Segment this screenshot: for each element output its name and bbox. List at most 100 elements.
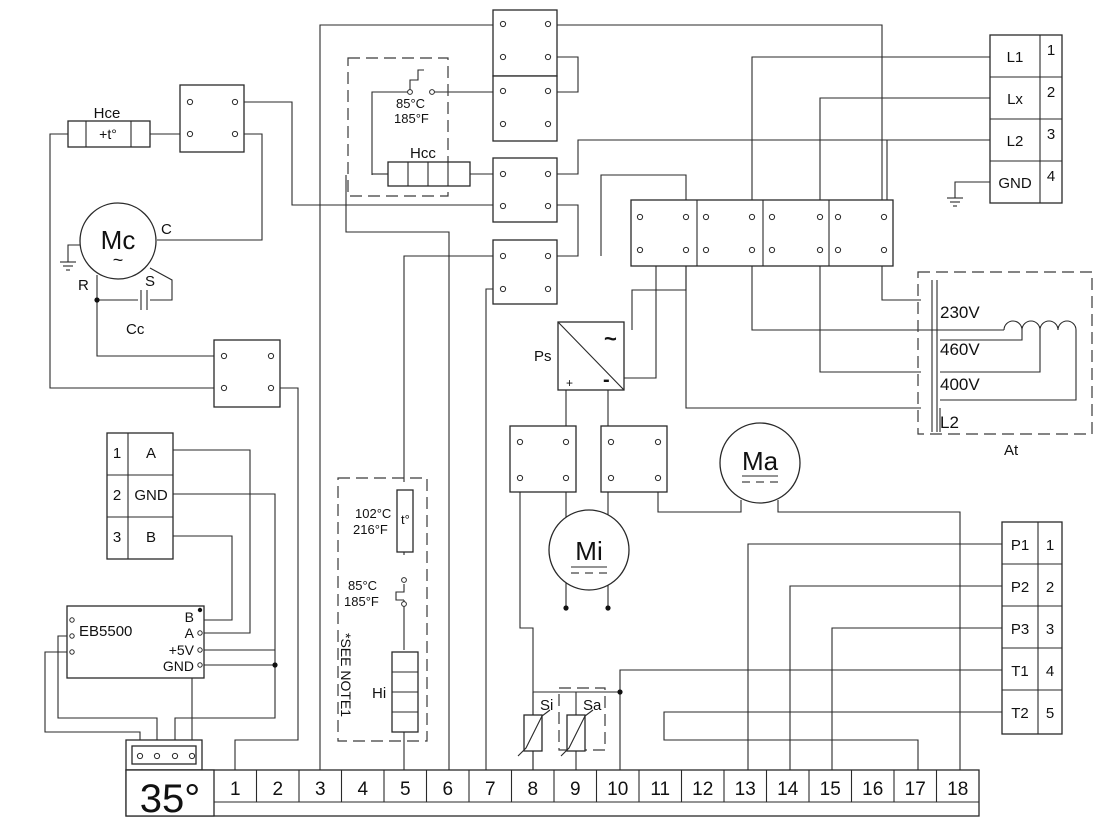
hi-thermistor-label: t° [401,512,410,527]
transformer-tap-230v: 230V [940,303,980,322]
mc-terminal-r: R [78,277,89,294]
ps-ac-label: ~ [604,326,617,351]
power-supply [557,321,625,391]
eb5500-pin-gnd: GND [163,658,194,674]
relay-hi [492,239,558,305]
mi-label: Mi [575,536,602,566]
eb5500-module [66,605,205,679]
hce-heater [67,120,151,148]
terminal-number-9: 9 [570,779,581,800]
serial-label-a: A [146,445,156,462]
terminal-number-18: 18 [947,779,968,800]
ps-label: Ps [534,348,552,365]
probe-terminal-num-5: 5 [1046,705,1054,722]
dc-symbol-icon [571,566,607,574]
hi-temp2-f: 185°F [344,594,379,609]
ma-label: Ma [742,446,779,476]
power-terminal-num-4: 4 [1047,168,1055,185]
transformer-core [931,280,1077,432]
mc-terminal-s: S [145,273,155,290]
si-label: Si [540,697,553,714]
relay-hcc [492,157,558,223]
terminal-number-17: 17 [905,779,926,800]
transformer-label: At [1004,442,1019,459]
power-terminal-num-2: 2 [1047,84,1055,101]
terminal-number-2: 2 [272,779,283,800]
hcc-enclosure [347,57,449,197]
hi-temp2-c: 85°C [348,578,377,593]
junction-dot [563,605,569,611]
probe-terminal-num-2: 2 [1046,579,1054,596]
power-terminal-gnd: GND [998,175,1032,192]
terminal-number-15: 15 [820,779,841,800]
mc-ac-symbol: ~ [113,250,124,270]
probe-terminal-t2: T2 [1011,705,1029,722]
relay-mc [213,339,281,408]
transformer-enclosure [917,271,1093,435]
power-terminal-num-3: 3 [1047,126,1055,143]
serial-num-2: 2 [113,487,121,504]
thermostat-icon [395,577,407,607]
hi-label: Hi [372,685,386,702]
mc-label: Mc [101,225,136,255]
terminal-number-11: 11 [650,779,670,800]
probe-terminal-p2: P2 [1011,579,1029,596]
terminal-number-14: 14 [777,779,799,800]
transformer-tap-460v: 460V [940,340,980,359]
mi-motor [548,509,630,591]
relay-upper-2 [492,75,558,142]
power-terminal-l1: L1 [1007,49,1024,66]
probe-terminal-block [1001,521,1063,735]
eb5500-pin-5v: +5V [169,642,195,658]
hi-thermistor [396,489,414,553]
serial-terminal-block [106,432,174,560]
terminal-number-16: 16 [862,779,883,800]
hce-body-label: +t° [99,126,117,142]
terminal-number-7: 7 [485,779,496,800]
relay-hce [179,84,245,153]
thermostat-icon [407,69,435,95]
eb5500-pin-b: B [185,609,194,625]
power-terminal-block [989,34,1063,204]
hce-label: Hce [94,105,121,122]
probe-terminal-num-4: 4 [1046,663,1054,680]
cc-label: Cc [126,321,145,338]
dc-symbol-icon [742,475,778,483]
terminal-number-1: 1 [230,779,241,800]
mc-terminal-c: C [161,221,172,238]
sa-label: Sa [583,697,602,714]
junction-dot [605,605,611,611]
junction-dot [94,297,100,303]
hcc-temp-c: 85°C [396,96,425,111]
see-note-label: *SEE NOTE1 [338,633,354,717]
terminal-number-5: 5 [400,779,411,800]
terminal-number-10: 10 [607,779,628,800]
eb5500-pin-a: A [185,625,195,641]
ground-icon [60,261,76,271]
probe-terminal-num-3: 3 [1046,621,1054,638]
junction-dot [272,662,278,668]
capacitor-icon [140,290,148,310]
probe-terminal-t1: T1 [1011,663,1029,680]
connector-plug [125,739,203,771]
ps-plus-label: + [566,376,573,390]
main-terminal-logo: 35° [140,777,201,821]
terminal-number-13: 13 [735,779,756,800]
sa-sensor [560,709,594,757]
transformer-tap-l2: L2 [940,413,959,432]
mc-motor [79,202,157,280]
probe-terminal-p3: P3 [1011,621,1029,638]
terminal-number-8: 8 [527,779,538,800]
ground-icon [947,197,963,207]
transformer-tap-400v: 400V [940,375,980,394]
probe-terminal-num-1: 1 [1046,537,1054,554]
hcc-heater [372,161,471,187]
terminal-number-12: 12 [692,779,713,800]
ps-minus-label: - [603,369,610,391]
hi-temp1-f: 216°F [353,522,388,537]
relay-upper-1 [492,9,558,77]
hi-temp1-c: 102°C [355,506,391,521]
contactor-block [630,199,894,267]
